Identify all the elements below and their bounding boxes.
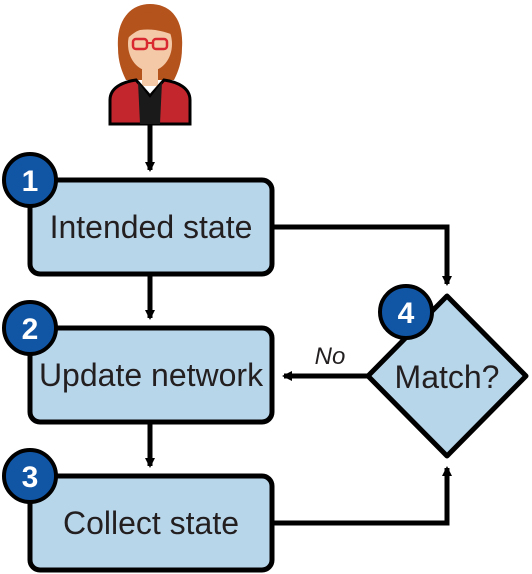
step-4-badge-number: 4	[398, 297, 415, 330]
step-1-badge-number: 1	[22, 165, 39, 198]
step-1-badge: 1	[2, 152, 58, 208]
step-3-badge: 3	[2, 448, 58, 504]
step-4-badge: 4	[378, 284, 434, 340]
step-2-badge: 2	[2, 300, 58, 356]
step-collect-state-label: Collect state	[63, 505, 239, 541]
no-edge-label: No	[315, 343, 346, 370]
step-collect-state: Collect state	[27, 473, 275, 573]
step-3-badge-number: 3	[22, 461, 39, 494]
arrow-collect-to-match	[272, 466, 452, 526]
step-update-network: Update network	[27, 325, 275, 425]
step-2-badge-number: 2	[22, 313, 39, 346]
person-icon	[108, 4, 192, 126]
decision-match-label: Match?	[395, 359, 500, 395]
step-update-network-label: Update network	[39, 357, 264, 393]
step-intended-state-label: Intended state	[50, 209, 253, 245]
arrow-intended-to-match	[272, 224, 452, 286]
step-intended-state: Intended state	[27, 177, 275, 277]
